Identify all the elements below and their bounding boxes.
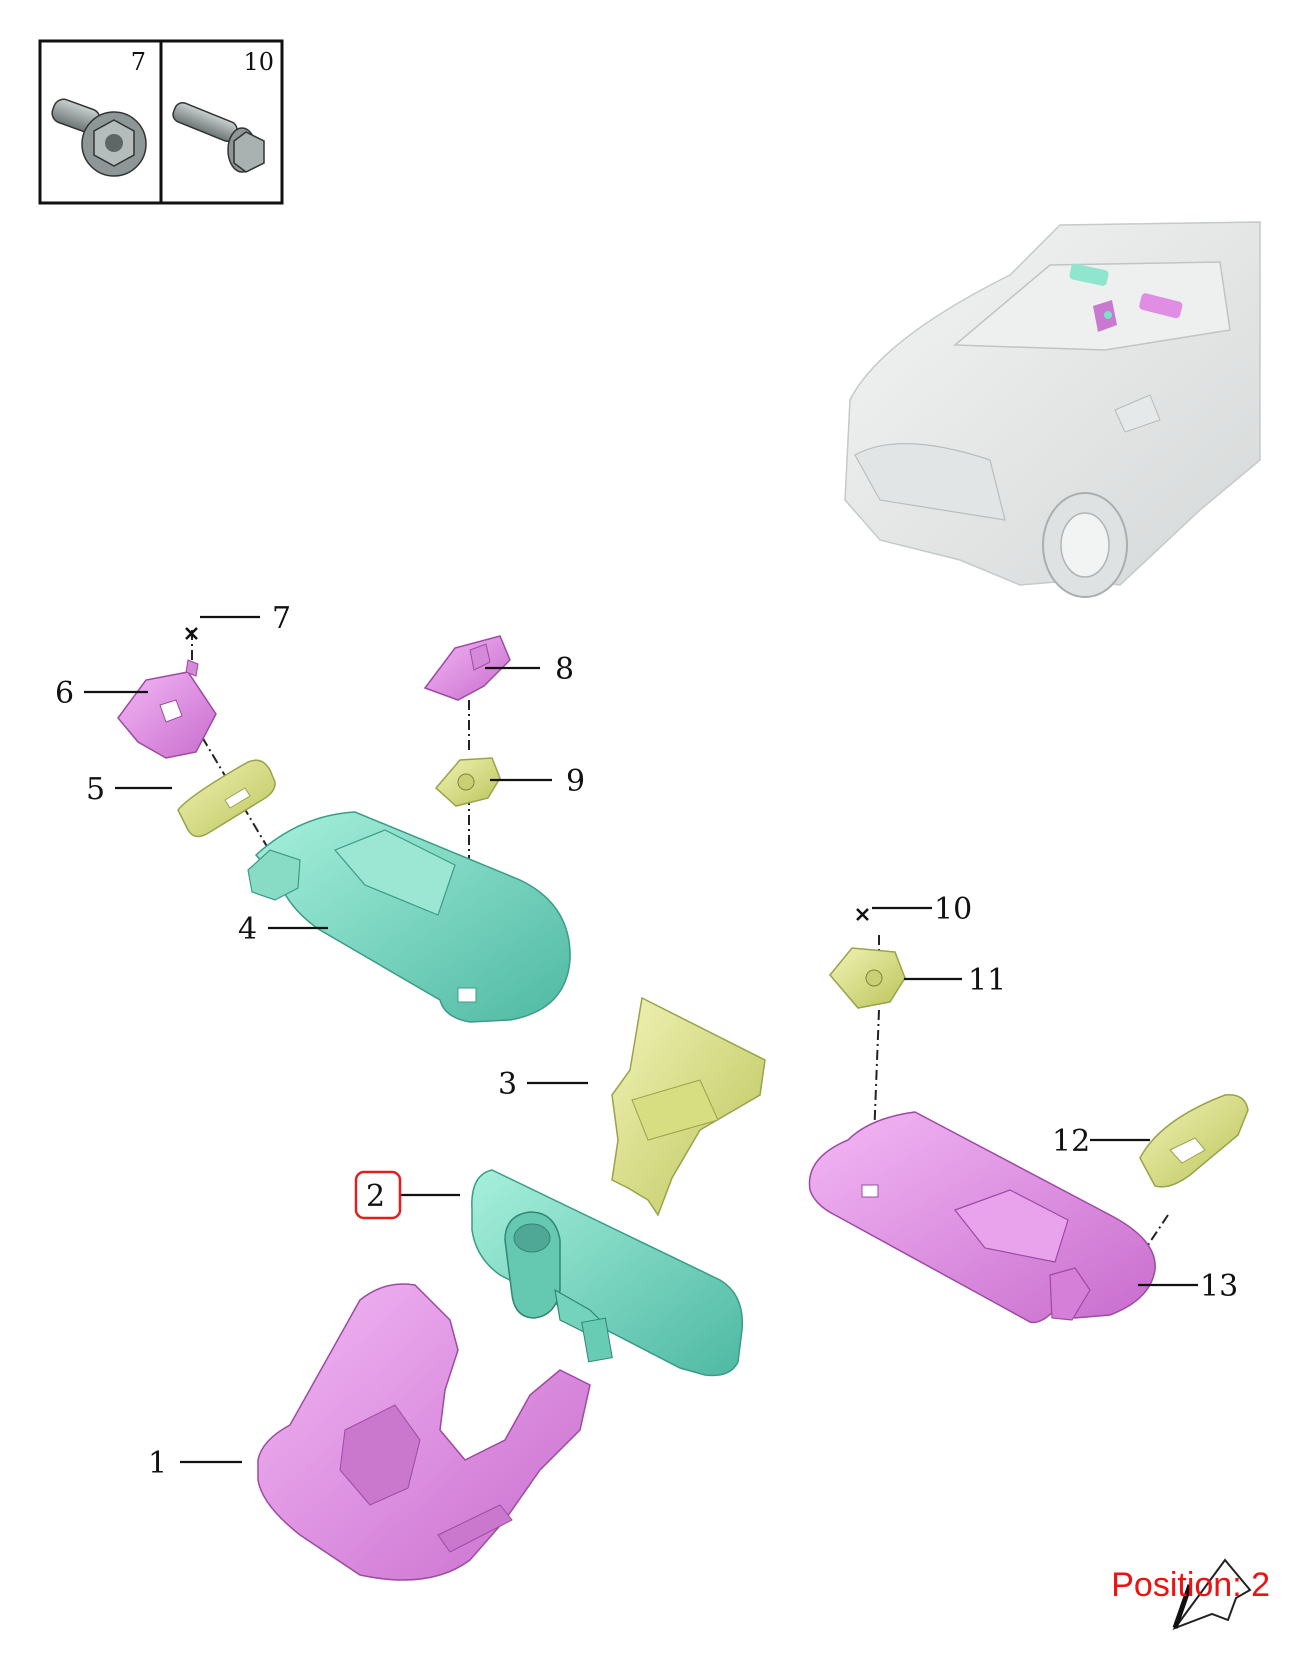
callout-2[interactable]: 2 (366, 1179, 385, 1214)
flange-hex-nut-icon (51, 98, 147, 177)
part-interior-rearview-mirror[interactable] (471, 1169, 744, 1377)
part-visor-bracket-left[interactable] (117, 659, 217, 759)
position-indicator: Position: 2 (1111, 1558, 1270, 1631)
callout-9[interactable]: 9 (566, 764, 585, 799)
part-sun-visor-left[interactable] (247, 811, 571, 1023)
callout-5[interactable]: 5 (86, 772, 105, 807)
callout-6[interactable]: 6 (55, 676, 74, 711)
callout-4[interactable]: 4 (238, 912, 257, 947)
callout-11[interactable]: 11 (968, 963, 1006, 998)
part-mirror-cover-upper[interactable] (611, 996, 766, 1217)
position-label: Position: 2 (1111, 1566, 1270, 1604)
callout-12[interactable]: 12 (1052, 1124, 1090, 1159)
part-visor-hook-bracket[interactable] (423, 635, 511, 701)
part-visor-cover-left[interactable] (177, 759, 276, 838)
part-visor-cover-right[interactable] (1139, 1094, 1249, 1188)
callout-8[interactable]: 8 (555, 652, 574, 687)
fastener-table: 7 10 (38, 39, 284, 205)
callout-10[interactable]: 10 (934, 892, 972, 927)
callout-1[interactable]: 1 (148, 1446, 167, 1481)
callout-2-highlight (354, 1170, 402, 1220)
part-mirror-cover-lower[interactable] (257, 1283, 591, 1581)
callout-7[interactable]: 7 (272, 601, 291, 636)
hex-bolt-icon (172, 102, 265, 173)
callout-13[interactable]: 13 (1200, 1269, 1238, 1304)
callout-3[interactable]: 3 (498, 1067, 517, 1102)
fastener-marker-10 (856, 908, 869, 921)
vehicle-location-inset (844, 221, 1261, 598)
fastener-number-7: 7 (131, 48, 146, 76)
fastener-number-10: 10 (243, 48, 274, 76)
part-visor-hook-clip-left[interactable] (434, 757, 501, 807)
fastener-marker-7 (185, 627, 198, 640)
part-sun-visor-right[interactable] (808, 1111, 1156, 1324)
part-visor-hook-clip-right[interactable] (829, 947, 906, 1009)
